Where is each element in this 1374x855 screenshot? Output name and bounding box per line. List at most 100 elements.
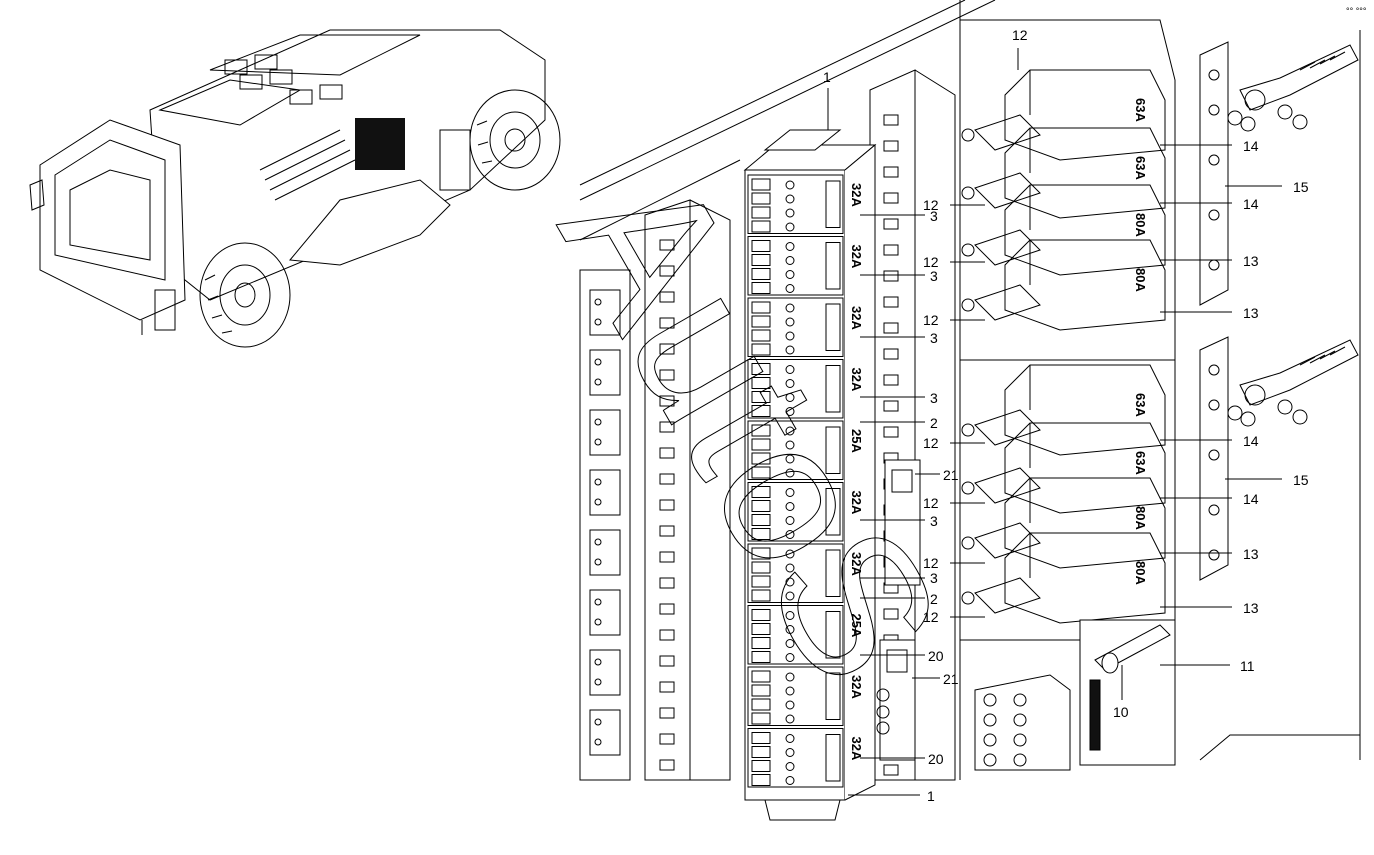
terminal-screw bbox=[785, 180, 795, 190]
terminal-clamp bbox=[751, 282, 771, 294]
terminal-screw bbox=[785, 256, 795, 265]
terminal-screw bbox=[785, 303, 795, 313]
breaker-lever bbox=[974, 284, 1041, 321]
fuse-terminal-block bbox=[747, 359, 844, 419]
callout-14-a: 14 bbox=[1243, 138, 1259, 154]
busbar-lower bbox=[1199, 336, 1229, 581]
terminal-clamp bbox=[751, 500, 771, 512]
hidden-terminal bbox=[589, 469, 621, 516]
left-terminal-column bbox=[579, 269, 631, 781]
callout-20-a: 20 bbox=[928, 648, 944, 664]
fuse-terminal-block bbox=[747, 174, 844, 234]
terminal-clamp bbox=[751, 774, 771, 786]
breaker-screw bbox=[961, 536, 975, 550]
rail-slot bbox=[659, 395, 675, 407]
terminal-screw bbox=[594, 618, 602, 626]
terminal-clamp bbox=[751, 363, 771, 375]
callout-12-c: 12 bbox=[923, 312, 939, 328]
terminal-clamp bbox=[751, 514, 771, 526]
terminal-screw bbox=[594, 318, 602, 326]
terminal-clamp bbox=[751, 391, 771, 403]
cable-lug-upper bbox=[1227, 44, 1359, 132]
relay-block-lower bbox=[876, 639, 916, 761]
top-end-connector bbox=[763, 129, 842, 151]
terminal-clamp bbox=[751, 329, 771, 342]
rail-slot bbox=[659, 681, 675, 693]
callout-13-b: 13 bbox=[1243, 305, 1259, 321]
rail-slot bbox=[659, 343, 675, 355]
breaker-lever bbox=[974, 229, 1041, 266]
callout-3-a: 3 bbox=[930, 208, 938, 224]
callout-1-bottom: 1 bbox=[927, 788, 935, 804]
callout-12-f: 12 bbox=[923, 555, 939, 571]
rail-slot bbox=[659, 707, 675, 719]
terminal-screw bbox=[594, 478, 602, 486]
terminal-clamp bbox=[751, 466, 771, 479]
fuse-holder bbox=[825, 242, 841, 290]
callout-12-top: 12 bbox=[1012, 27, 1028, 43]
rail-slot bbox=[883, 244, 899, 256]
rail-slot bbox=[883, 374, 899, 386]
rail-slot bbox=[659, 369, 675, 381]
fuse-holder bbox=[825, 303, 841, 351]
rail-slot bbox=[659, 473, 675, 485]
callout-12-a: 12 bbox=[923, 197, 939, 213]
terminal-clamp bbox=[751, 698, 771, 711]
terminal-clamp bbox=[751, 528, 771, 540]
terminal-screw bbox=[785, 516, 795, 525]
fuse-rating-label: 32A bbox=[849, 368, 864, 392]
terminal-screw bbox=[785, 242, 795, 251]
terminal-clamp bbox=[751, 670, 771, 683]
terminal-screw bbox=[594, 298, 602, 306]
fuse-holder bbox=[825, 180, 841, 228]
rail-slot bbox=[883, 140, 899, 152]
terminal-screw bbox=[785, 407, 795, 416]
terminal-clamp bbox=[751, 589, 771, 602]
terminal-clamp bbox=[751, 746, 771, 758]
terminal-clamp bbox=[751, 343, 771, 356]
callout-11: 11 bbox=[1240, 658, 1255, 674]
breaker-screw bbox=[961, 481, 975, 495]
terminal-screw bbox=[785, 194, 795, 204]
terminal-screw bbox=[594, 538, 602, 546]
fuse-rating-label: 25A bbox=[849, 614, 864, 638]
breaker-screw bbox=[961, 186, 975, 200]
rail-slot bbox=[883, 348, 899, 360]
terminal-clamp bbox=[751, 637, 771, 649]
terminal-clamp bbox=[751, 315, 771, 328]
fuse-terminal-block bbox=[747, 236, 844, 296]
callout-2-a: 2 bbox=[930, 415, 938, 431]
rail-slot bbox=[883, 426, 899, 438]
cable-lug-lower bbox=[1227, 339, 1359, 427]
rail-slot bbox=[883, 608, 899, 620]
terminal-screw bbox=[785, 530, 795, 539]
terminal-screw bbox=[785, 393, 795, 402]
busbar-upper bbox=[1199, 41, 1229, 306]
fuse-rating-label: 32A bbox=[849, 552, 864, 576]
callout-13-a: 13 bbox=[1243, 253, 1259, 269]
rail-slot bbox=[659, 239, 675, 251]
terminal-screw bbox=[785, 776, 795, 785]
hidden-terminal bbox=[589, 649, 621, 696]
callout-20-b: 20 bbox=[928, 751, 944, 767]
terminal-clamp bbox=[751, 301, 771, 314]
terminal-screw bbox=[785, 686, 795, 696]
hidden-terminal bbox=[589, 529, 621, 576]
breaker-lever bbox=[974, 172, 1041, 209]
hidden-terminal bbox=[589, 409, 621, 456]
terminal-clamp bbox=[751, 760, 771, 772]
fuse-holder bbox=[825, 488, 841, 536]
rail-slot bbox=[883, 400, 899, 412]
breaker-lever bbox=[974, 577, 1041, 614]
rail-slot bbox=[659, 577, 675, 589]
callout-21-b: 21 bbox=[943, 671, 959, 687]
terminal-screw bbox=[785, 284, 795, 293]
terminal-screw bbox=[785, 270, 795, 279]
hidden-terminal bbox=[589, 289, 621, 336]
fuse-terminal-block bbox=[747, 666, 844, 726]
terminal-clamp bbox=[751, 254, 771, 266]
terminal-screw bbox=[594, 738, 602, 746]
terminal-clamp bbox=[751, 206, 771, 219]
terminal-screw bbox=[785, 365, 795, 374]
rail-slot bbox=[883, 764, 899, 776]
